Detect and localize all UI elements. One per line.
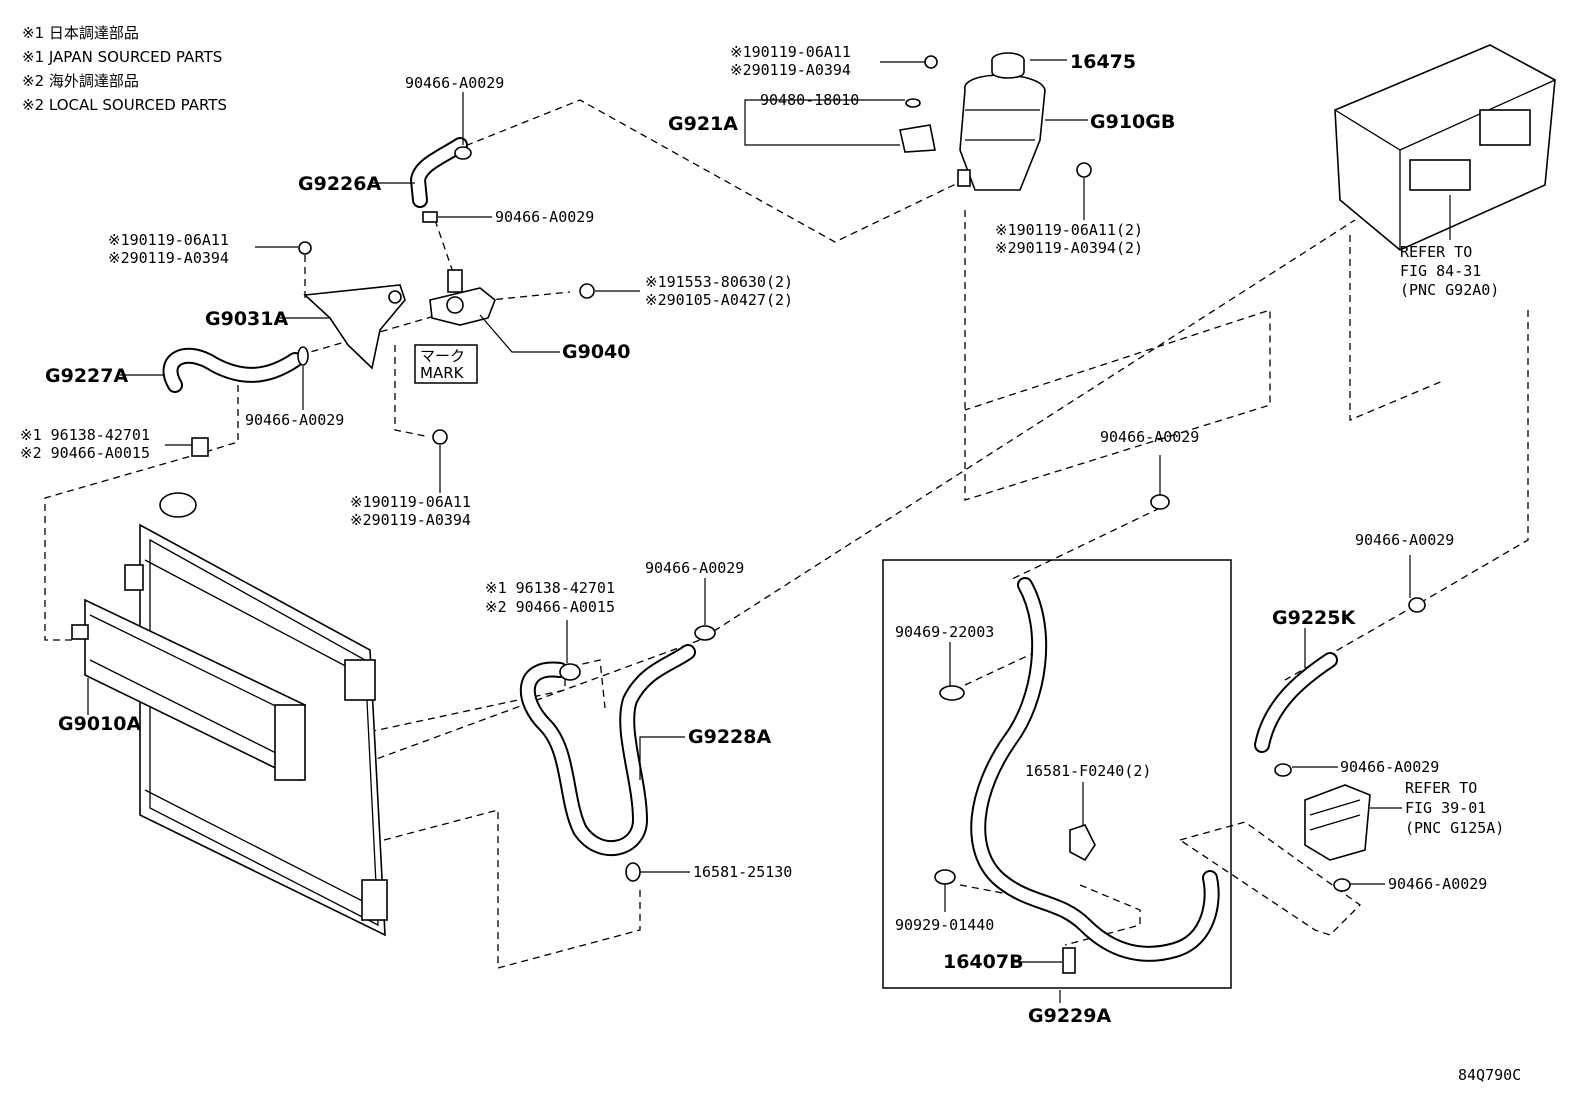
clamp-icon xyxy=(454,146,472,160)
clamp-icon xyxy=(1274,763,1292,777)
bolt-icon xyxy=(1076,162,1092,178)
label-clip-left-1[interactable]: ※1 96138-42701 xyxy=(20,426,150,444)
hose-g9226a[interactable] xyxy=(410,137,468,208)
sourcing-notes: ※1 日本調達部品 ※1 JAPAN SOURCED PARTS ※2 海外調達… xyxy=(22,24,227,114)
hose-g9229a-detail-box xyxy=(882,559,1232,989)
mark-label-en: MARK xyxy=(420,364,465,382)
bolt-icon xyxy=(298,241,312,255)
label-clip-left-2[interactable]: ※2 90466-A0015 xyxy=(20,444,150,462)
label-plug-16407b[interactable]: 16407B xyxy=(943,951,1024,973)
label-top-hose-clamp-lower[interactable]: 90466-A0029 xyxy=(495,208,594,226)
clamp-icon xyxy=(939,685,965,701)
label-refer-bottom-1[interactable]: REFER TO xyxy=(1405,779,1477,797)
label-hose-g9226a[interactable]: G9226A xyxy=(298,173,381,195)
label-pump-g9040[interactable]: G9040 xyxy=(562,341,630,363)
clamp-icon xyxy=(1150,494,1170,510)
label-clip-mid-1[interactable]: ※1 96138-42701 xyxy=(485,579,615,597)
label-clamp-right-mid[interactable]: 90466-A0029 xyxy=(1340,758,1439,776)
figure-code: 84Q790C xyxy=(1458,1066,1521,1084)
inverter-unit xyxy=(1334,44,1556,251)
radiator-cap-icon xyxy=(159,492,197,518)
mark-label-jp: マーク xyxy=(420,347,465,365)
label-hose-g9228a[interactable]: G9228A xyxy=(688,726,771,748)
clamp-icon xyxy=(1333,878,1351,892)
note-local-jp: ※2 海外調達部品 xyxy=(22,72,139,90)
bolt-icon xyxy=(579,283,595,299)
label-tank-side-bolt-2[interactable]: ※290119-A0394(2) xyxy=(995,239,1143,257)
hose-g9228a[interactable] xyxy=(519,644,696,856)
hose-g9225k[interactable] xyxy=(1254,652,1338,753)
label-bracket-g9031a[interactable]: G9031A xyxy=(205,308,288,330)
label-hose-clamp-left[interactable]: 90466-A0029 xyxy=(245,411,344,429)
label-clip-16581-f0240[interactable]: 16581-F0240(2) xyxy=(1025,762,1151,780)
label-refer-bottom-2[interactable]: FIG 39-01 xyxy=(1405,799,1486,817)
label-radiator-g9010a[interactable]: G9010A xyxy=(58,713,141,735)
clip-icon xyxy=(191,437,209,457)
label-refer-top-1[interactable]: REFER TO xyxy=(1400,243,1472,261)
clamp-icon xyxy=(1408,597,1426,613)
note-local-en: ※2 LOCAL SOURCED PARTS xyxy=(22,96,227,114)
radiator-assembly[interactable] xyxy=(71,492,388,937)
label-clamp-right-upper[interactable]: 90466-A0029 xyxy=(1355,531,1454,549)
bolt-icon xyxy=(924,55,938,69)
label-clip-mid-2[interactable]: ※2 90466-A0015 xyxy=(485,598,615,616)
tank-bracket[interactable] xyxy=(899,98,936,153)
part-labels: 90466-A0029 G9226A 90466-A0029 ※190119-0… xyxy=(20,43,1521,1084)
reservoir-tank[interactable] xyxy=(957,74,1046,191)
label-clamp-90469[interactable]: 90469-22003 xyxy=(895,623,994,641)
clip-icon xyxy=(625,862,641,882)
hose-g9227a[interactable] xyxy=(162,347,303,393)
dashed-routing-lines xyxy=(44,99,1529,969)
clip-icon xyxy=(1069,824,1096,862)
clamp-icon xyxy=(694,625,716,641)
label-refer-top-2[interactable]: FIG 84-31 xyxy=(1400,262,1481,280)
label-grommet-90480[interactable]: 90480-18010 xyxy=(760,91,859,109)
plug-icon xyxy=(1062,947,1076,974)
pump-bracket[interactable] xyxy=(303,284,406,370)
clamp-icon xyxy=(297,346,309,366)
hose-g9229a[interactable] xyxy=(970,577,1220,962)
label-tank-g910gb[interactable]: G910GB xyxy=(1090,111,1175,133)
note-japan-jp: ※1 日本調達部品 xyxy=(22,24,139,42)
water-pump[interactable] xyxy=(429,269,496,326)
label-bracket-bolt-1[interactable]: ※190119-06A11 xyxy=(108,231,229,249)
label-refer-top-3[interactable]: (PNC G92A0) xyxy=(1400,281,1499,299)
label-pump-bolt-1[interactable]: ※191553-80630(2) xyxy=(645,273,793,291)
clamp-icon xyxy=(934,869,956,885)
label-bracket-g921a[interactable]: G921A xyxy=(668,113,738,135)
mark-callout: マーク MARK xyxy=(414,344,478,384)
clip-icon xyxy=(559,663,581,681)
label-top-hose-clamp-upper[interactable]: 90466-A0029 xyxy=(405,74,504,92)
label-clamp-right-lower[interactable]: 90466-A0029 xyxy=(1388,875,1487,893)
label-hose-clamp-mid[interactable]: 90466-A0029 xyxy=(645,559,744,577)
label-lower-bolt-2[interactable]: ※290119-A0394 xyxy=(350,511,471,529)
heat-exchanger-unit xyxy=(1304,784,1371,861)
label-hose-g9225k[interactable]: G9225K xyxy=(1272,607,1356,629)
label-clip-16581-25130[interactable]: 16581-25130 xyxy=(693,863,792,881)
leader-lines xyxy=(87,59,1451,1003)
label-clamp-center[interactable]: 90466-A0029 xyxy=(1100,428,1199,446)
label-hose-g9227a[interactable]: G9227A xyxy=(45,365,128,387)
label-tank-bolt-2[interactable]: ※290119-A0394 xyxy=(730,61,851,79)
label-bracket-bolt-2[interactable]: ※290119-A0394 xyxy=(108,249,229,267)
label-tank-bolt-1[interactable]: ※190119-06A11 xyxy=(730,43,851,61)
label-tank-side-bolt-1[interactable]: ※190119-06A11(2) xyxy=(995,221,1143,239)
label-clamp-90929[interactable]: 90929-01440 xyxy=(895,916,994,934)
label-pump-bolt-2[interactable]: ※290105-A0427(2) xyxy=(645,291,793,309)
note-japan-en: ※1 JAPAN SOURCED PARTS xyxy=(22,48,222,66)
label-lower-bolt-1[interactable]: ※190119-06A11 xyxy=(350,493,471,511)
reservoir-cap[interactable] xyxy=(991,52,1025,79)
bolt-icon xyxy=(432,429,448,445)
clamp-icon xyxy=(422,211,438,223)
label-refer-bottom-3[interactable]: (PNC G125A) xyxy=(1405,819,1504,837)
label-cap-16475[interactable]: 16475 xyxy=(1070,51,1136,73)
label-hose-g9229a[interactable]: G9229A xyxy=(1028,1005,1111,1027)
